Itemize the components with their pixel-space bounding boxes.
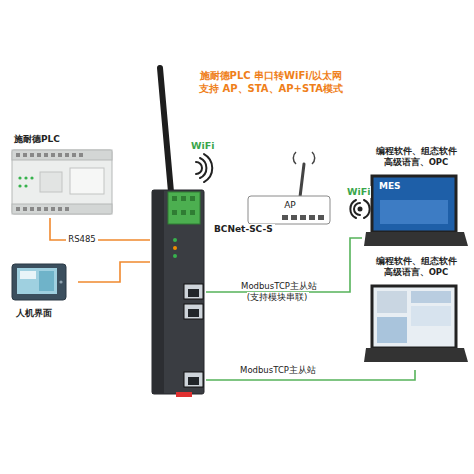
wifi-symbol: [196, 154, 212, 182]
title: 施耐德PLC 串口转WiFi/以太网 支持 AP、STA、AP+STA模式: [196, 70, 346, 95]
gateway-node: BCNet-SC-S: [150, 188, 206, 396]
node-label: 人机界面: [16, 308, 78, 319]
node-label: AP: [246, 200, 334, 211]
laptop-illustration: [364, 286, 468, 362]
wifi-label: WiFi: [190, 140, 215, 152]
antenna: [160, 68, 171, 192]
laptop-node: 编程软件、组态软件 高级语言、OPC: [362, 146, 470, 246]
laptop-illustration: [364, 176, 468, 246]
screen-text: MES: [378, 181, 402, 192]
router-node: AP: [246, 160, 334, 226]
plc-node: 施耐德PLC: [10, 134, 115, 218]
connector: [50, 218, 150, 240]
connector: [78, 262, 150, 282]
connector-label-patch: ModbusTCP主从站 (支持模块串联): [239, 281, 317, 302]
connector-label-patch: RS485: [66, 234, 98, 244]
connector-label: ModbusTCP主从站: [222, 365, 334, 376]
connector-label: ModbusTCP主从站 (支持模块串联): [226, 281, 330, 302]
laptop-node: 编程软件、组态软件 高级语言、OPC: [362, 256, 470, 370]
node-label: 编程软件、组态软件 高级语言、OPC: [362, 256, 470, 277]
hmi-illustration: [12, 264, 66, 300]
connector-label: RS485: [62, 234, 102, 245]
gateway-illustration: [152, 190, 204, 397]
node-label: BCNet-SC-S: [212, 224, 275, 235]
plc-illustration: [12, 150, 112, 214]
wifi-symbol: [350, 200, 369, 218]
hmi-node: 人机界面: [8, 262, 78, 326]
wifi-label: WiFi: [346, 186, 371, 198]
node-label: 编程软件、组态软件 高级语言、OPC: [362, 146, 470, 167]
connector-label-patch: ModbusTCP主从站: [238, 365, 318, 375]
node-label: 施耐德PLC: [14, 134, 114, 145]
router-illustration: [248, 152, 330, 224]
